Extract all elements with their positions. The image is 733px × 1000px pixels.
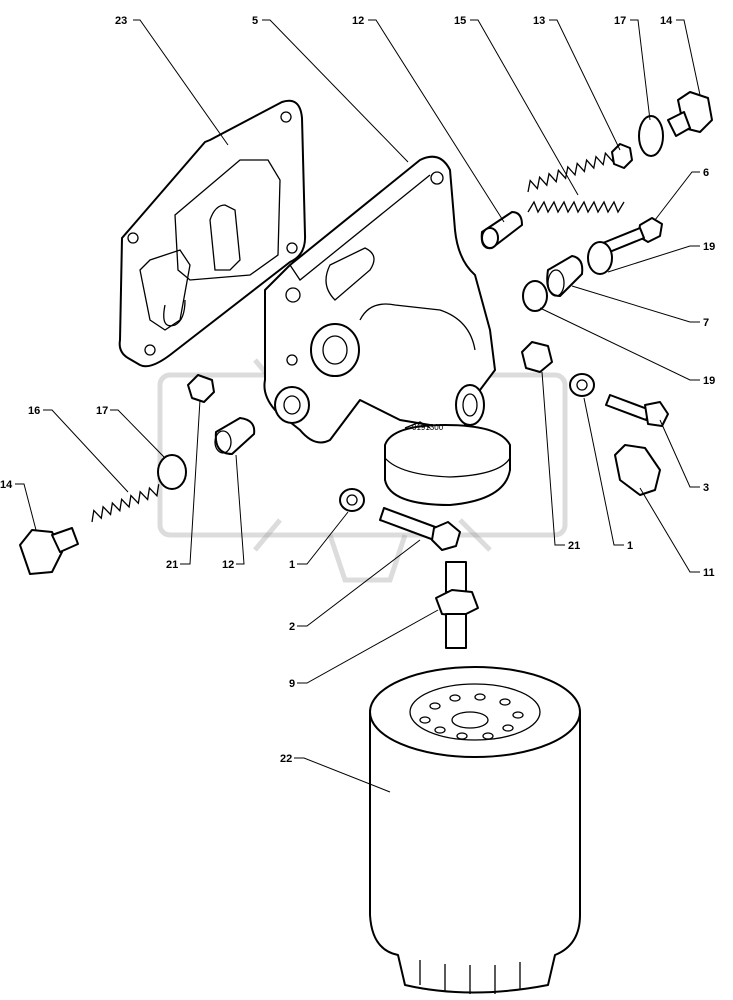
callout-17b: 17: [96, 405, 108, 417]
gasket-part: [118, 99, 307, 368]
stamp-code: 0191300: [412, 423, 444, 432]
nut-part: [611, 143, 633, 169]
callout-7: 7: [703, 317, 709, 329]
bolt-3-part: [605, 394, 669, 427]
o-ring-19-lower-part: [522, 280, 548, 312]
spring-lower-part: [91, 484, 160, 523]
leader-lines: [15, 19, 701, 793]
callout-1: 1: [627, 540, 633, 552]
callout-12: 12: [352, 15, 364, 27]
callout-15: 15: [454, 15, 466, 27]
sleeve-upper-part: [480, 211, 523, 250]
callout-21b: 21: [166, 559, 178, 571]
callout-11: 11: [703, 567, 715, 579]
callout-9: 9: [289, 678, 295, 690]
o-ring-lower-part: [157, 454, 187, 490]
callout-23: 23: [115, 15, 127, 27]
callout-22: 22: [280, 753, 292, 765]
filter-housing-part: [263, 155, 511, 506]
nut-11-part: [614, 444, 661, 496]
plug-21-right-part: [521, 341, 553, 373]
washer-1-lower-part: [339, 488, 365, 512]
callout-labels: 23 5 12 15 13 17 14 6 19 7 19 3 11 21 1 …: [0, 15, 715, 765]
callout-1b: 1: [289, 559, 295, 571]
callout-17: 17: [614, 15, 626, 27]
callout-19: 19: [703, 241, 715, 253]
callout-19b: 19: [703, 375, 715, 387]
spring-upper-part: [527, 149, 625, 214]
callout-16: 16: [28, 405, 40, 417]
callout-5: 5: [252, 15, 258, 27]
callout-12b: 12: [222, 559, 234, 571]
plug-lower-part: [19, 527, 79, 575]
callout-14b: 14: [0, 479, 13, 491]
nipple-9-part: [435, 561, 479, 649]
o-ring-upper-part: [638, 115, 664, 157]
washer-1-right-part: [569, 373, 595, 397]
sleeve-lower-part: [214, 417, 256, 455]
callout-2: 2: [289, 621, 295, 633]
callout-21: 21: [568, 540, 580, 552]
callout-13: 13: [533, 15, 545, 27]
callout-3: 3: [703, 482, 709, 494]
plug-upper-part: [667, 91, 713, 137]
plug-21-left-part: [187, 374, 215, 403]
o-ring-19-upper-part: [587, 241, 613, 275]
callout-6: 6: [703, 167, 709, 179]
callout-14: 14: [660, 15, 673, 27]
oil-filter-part: [369, 666, 581, 994]
sleeve-7-part: [546, 255, 584, 297]
bolt-2-part: [379, 507, 461, 551]
